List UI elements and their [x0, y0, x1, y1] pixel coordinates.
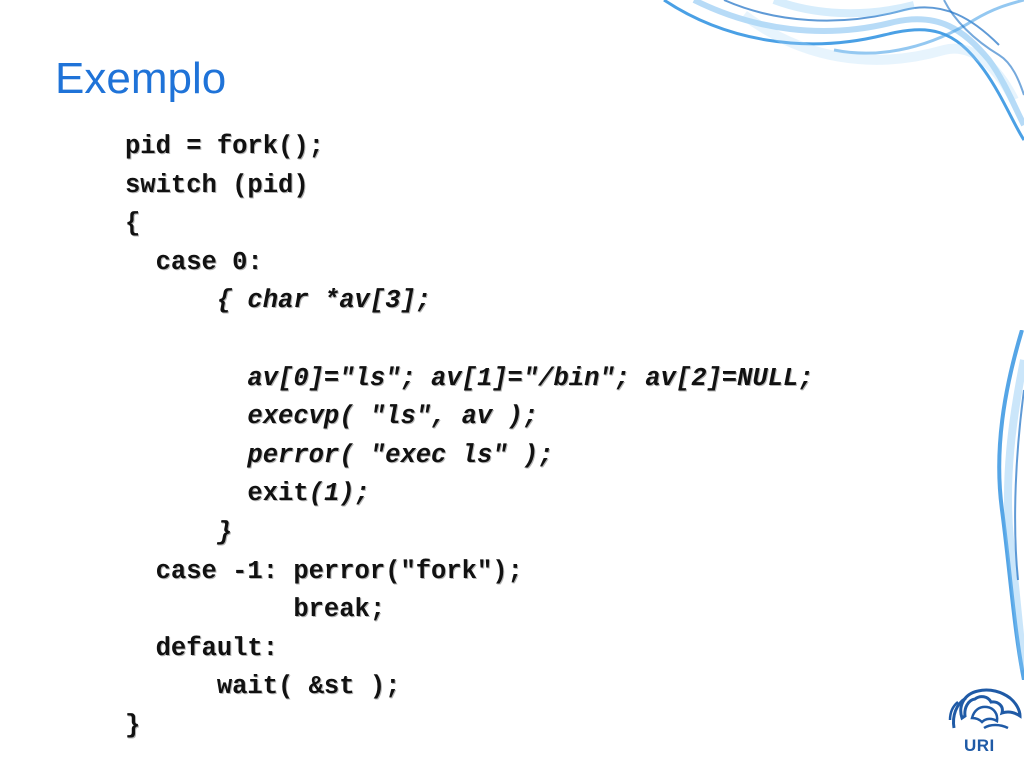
- smoke-decoration-top: [663, 0, 1024, 141]
- code-line: av[0]="ls"; av[1]="/bin"; av[2]=NULL;: [125, 363, 814, 394]
- code-line: }: [125, 518, 232, 548]
- code-fragment: case 0:: [125, 247, 263, 277]
- code-fragment: execvp( "ls", av );: [125, 402, 539, 432]
- code-fragment: av[0]="ls"; av[1]="/bin"; av[2]=NULL;: [125, 363, 814, 393]
- code-line: default:: [125, 634, 278, 664]
- code-fragment: }: [125, 518, 233, 547]
- code-line: wait( &st );: [125, 672, 401, 702]
- code-fragment: (1);: [308, 479, 370, 509]
- code-fragment: {: [125, 209, 141, 239]
- code-line: exit(1);: [125, 479, 370, 509]
- code-line: break;: [125, 595, 385, 625]
- code-line: }: [125, 711, 140, 741]
- code-fragment: exit: [125, 479, 309, 509]
- code-fragment: case -1: perror("fork");: [125, 556, 523, 586]
- code-line: case 0:: [125, 248, 263, 278]
- code-fragment: default:: [125, 633, 279, 663]
- code-fragment: wait( &st );: [125, 672, 401, 702]
- code-line: pid = fork();: [125, 132, 324, 162]
- uri-logo-icon: [948, 688, 1022, 730]
- code-line: perror( "exec ls" );: [125, 441, 553, 471]
- slide-title: Exemplo: [55, 54, 227, 103]
- code-line: execvp( "ls", av );: [125, 402, 538, 432]
- code-fragment: perror( "exec ls" );: [125, 440, 554, 470]
- code-line: switch (pid): [125, 171, 309, 201]
- code-fragment: pid = fork();: [125, 132, 324, 161]
- code-line: {: [125, 209, 140, 239]
- code-line: { char *av[3];: [125, 286, 431, 316]
- smoke-decoration-right: [997, 330, 1024, 680]
- uri-logo: URI: [944, 684, 1024, 768]
- code-fragment: switch (pid): [125, 170, 309, 200]
- code-fragment: }: [125, 711, 141, 740]
- code-fragment: { char *av[3];: [125, 286, 432, 316]
- code-line: case -1: perror("fork");: [125, 557, 523, 587]
- code-fragment: break;: [125, 595, 386, 625]
- logo-text: URI: [964, 736, 995, 755]
